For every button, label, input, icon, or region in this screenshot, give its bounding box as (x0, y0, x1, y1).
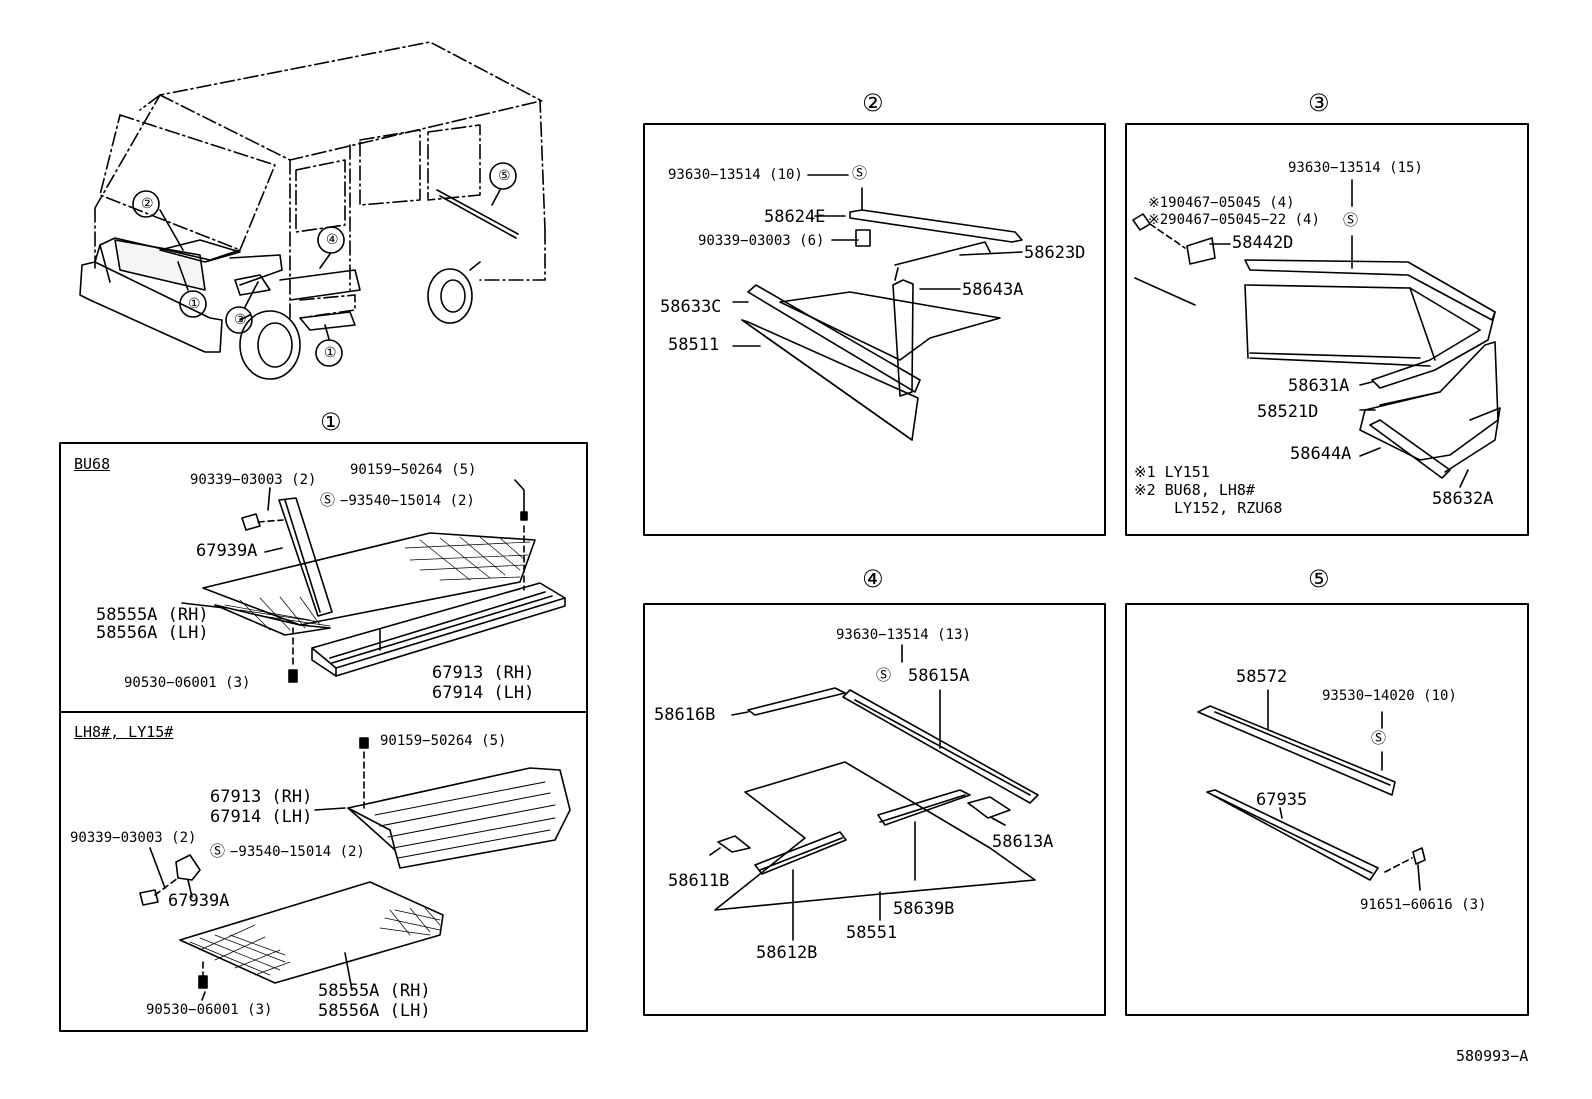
part-label: 58615A (908, 666, 970, 686)
part-label: 58632A (1432, 489, 1494, 509)
part-label: 58556A (LH) (96, 623, 209, 643)
part-label: 58616B (654, 705, 716, 725)
section-4-marker: ④ (862, 565, 884, 593)
part-label: 93630−13514 (10) (668, 167, 803, 183)
panel2-drawing (732, 174, 1023, 441)
part-label: 90339−03003 (2) (190, 472, 317, 488)
sticker-symbol: Ⓢ (210, 842, 226, 860)
vehicle-callout-3: ③ (234, 312, 247, 328)
part-label: 58551 (846, 923, 898, 943)
part-label: 58633C (660, 297, 722, 317)
section-3-marker: ③ (1308, 89, 1330, 117)
vehicle-callout-2: ② (141, 196, 154, 212)
sticker-symbol: Ⓢ (876, 666, 892, 684)
part-label: 67914 (LH) (432, 683, 535, 703)
section-2-marker: ② (862, 89, 884, 117)
diagram-code: 580993−A (1456, 1047, 1529, 1065)
part-label: 91651−60616 (3) (1360, 897, 1487, 913)
part-label: 93630−13514 (15) (1288, 160, 1423, 176)
part-label: 58556A (LH) (318, 1001, 431, 1021)
part-label: 93630−13514 (13) (836, 627, 971, 643)
panel-frames (59, 123, 1529, 1032)
part-label: 67913 (RH) (432, 663, 535, 683)
variant-label-lh8-ly15: LH8#, LY15# (74, 723, 174, 741)
part-label: 67935 (1256, 790, 1308, 810)
part-label: 90159−50264 (5) (350, 462, 477, 478)
part-label: 58611B (668, 871, 730, 891)
panel1-lh8-ly15-drawing (139, 737, 571, 1001)
part-label: 58623D (1024, 243, 1086, 263)
section-1-marker: ① (320, 408, 342, 436)
part-label: 58511 (668, 335, 720, 355)
part-label: 67939A (168, 891, 230, 911)
part-label: 58555A (RH) (96, 605, 209, 625)
part-label: ※290467−05045−22 (4) (1148, 212, 1320, 228)
part-label: 58613A (992, 832, 1054, 852)
part-label: 90530−06001 (3) (146, 1002, 273, 1018)
part-label: ※190467−05045 (4) (1148, 195, 1295, 211)
section-5-marker: ⑤ (1308, 565, 1330, 593)
sticker-symbol: Ⓢ (852, 164, 868, 182)
part-label: 58612B (756, 943, 818, 963)
panel5-drawing (1197, 689, 1426, 891)
part-label: −93540−15014 (2) (230, 844, 365, 860)
part-label: 90530−06001 (3) (124, 675, 251, 691)
part-label: −93540−15014 (2) (340, 493, 475, 509)
sticker-symbol: Ⓢ (320, 491, 336, 509)
part-label: 93530−14020 (10) (1322, 688, 1457, 704)
vehicle-callout-5: ⑤ (498, 168, 511, 184)
part-label: 58643A (962, 280, 1024, 300)
part-label: 90339−03003 (2) (70, 830, 197, 846)
part-label: 58639B (893, 899, 955, 919)
panel4-drawing (709, 644, 1039, 941)
part-label: 90339−03003 (6) (698, 233, 825, 249)
part-label: 58521D (1257, 402, 1319, 422)
sticker-symbol: Ⓢ (1343, 211, 1359, 229)
vehicle-overview-drawing (79, 41, 546, 380)
variant-label-bu68: BU68 (74, 455, 111, 473)
part-label: 58644A (1290, 444, 1352, 464)
part-label: 58442D (1232, 233, 1294, 253)
applicability-note: ※2 BU68, LH8# (1134, 481, 1255, 499)
part-label: 67913 (RH) (210, 787, 313, 807)
applicability-note: ※1 LY151 (1134, 463, 1210, 481)
part-label: 67939A (196, 541, 258, 561)
part-label: 58631A (1288, 376, 1350, 396)
vehicle-callout-1: ① (188, 296, 201, 312)
part-label: 90159−50264 (5) (380, 733, 507, 749)
sticker-symbol: Ⓢ (1371, 729, 1387, 747)
part-label: 58572 (1236, 667, 1288, 687)
applicability-note: LY152, RZU68 (1174, 499, 1283, 517)
vehicle-callout-1b: ① (324, 345, 337, 361)
part-label: 58555A (RH) (318, 981, 431, 1001)
part-label: 67914 (LH) (210, 807, 313, 827)
vehicle-callout-4: ④ (326, 232, 339, 248)
panel1-bu68-drawing (181, 479, 566, 683)
part-label: 58624E (764, 207, 826, 227)
panel3-drawing (1132, 179, 1501, 488)
